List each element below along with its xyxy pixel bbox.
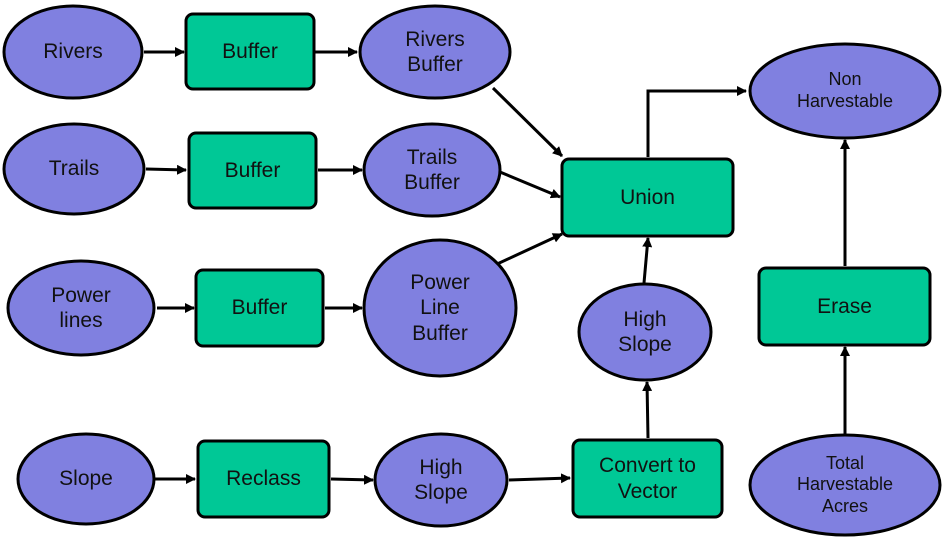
- node-trails: [2, 122, 146, 216]
- node-union: [560, 157, 735, 238]
- node-erase: [757, 266, 932, 347]
- process-nodes: [184, 12, 932, 519]
- node-total-harvestable-acres: [748, 433, 942, 537]
- arrow-power-buffer-to-union: [494, 232, 563, 267]
- node-non-harvestable: [748, 42, 942, 140]
- node-buffer-rivers: [184, 12, 316, 91]
- node-buffer-power: [194, 268, 325, 348]
- node-buffer-trails: [187, 131, 318, 210]
- arrow-high-slope-to-union: [642, 237, 653, 284]
- connectors: [144, 47, 850, 485]
- node-high-slope-vector: [577, 282, 713, 382]
- data-nodes: [2, 4, 942, 537]
- node-slope: [16, 432, 156, 526]
- node-power-lines: [6, 259, 156, 357]
- node-reclass: [196, 439, 331, 519]
- node-trails-buffer: [362, 122, 502, 218]
- arrow-union-to-non-harvestable: [646, 86, 747, 157]
- arrow-rivers-buffer-to-union: [491, 86, 564, 158]
- node-high-slope-raster: [373, 432, 509, 528]
- node-rivers: [2, 4, 144, 100]
- arrow-convert-to-high-slope: [642, 381, 653, 439]
- node-convert-to-vector: [571, 438, 724, 519]
- node-rivers-buffer: [358, 4, 512, 100]
- arrow-reclass-to-high-slope: [330, 474, 374, 485]
- node-power-line-buffer: [362, 238, 518, 378]
- arrow-trails-buffer-to-union: [499, 170, 561, 199]
- arrow-high-slope-to-convert: [508, 473, 571, 484]
- arrow-trails-to-buffer: [145, 164, 187, 175]
